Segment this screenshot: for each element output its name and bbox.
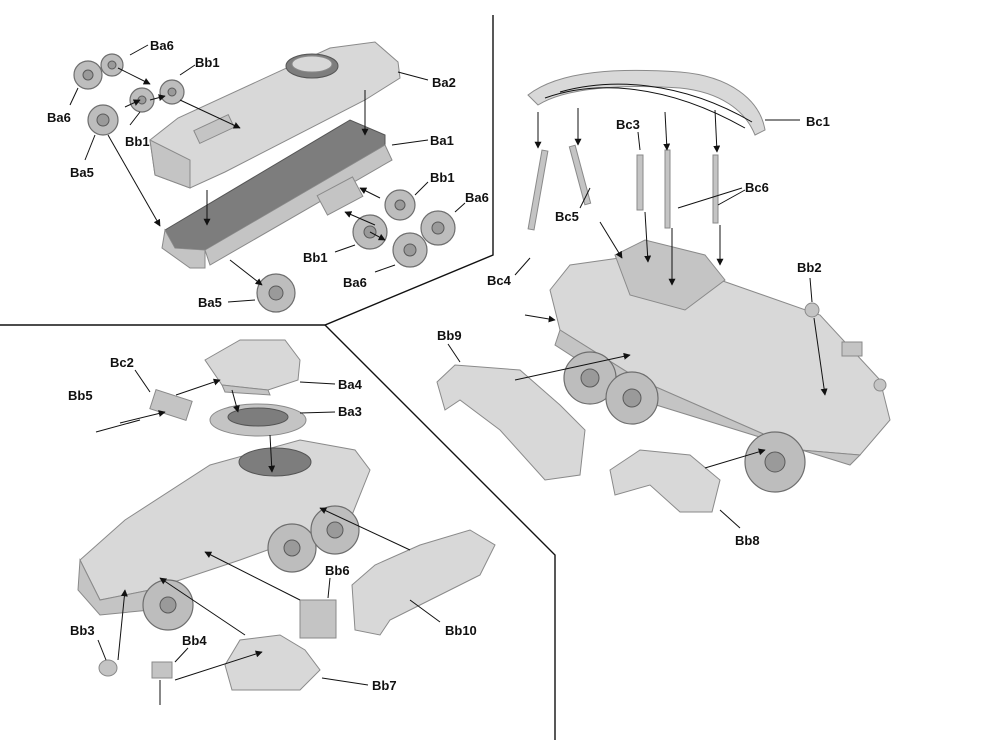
mudguard-parts-right (436, 364, 721, 513)
section-antenna-vehicle (436, 69, 891, 529)
upper-hull-part (149, 41, 401, 189)
wheel-parts-top (73, 53, 185, 136)
callout-bb3: Bb3 (70, 623, 95, 638)
turret-ring-part (209, 403, 307, 437)
frame-antenna-part (527, 69, 766, 136)
armoured-car-body (549, 239, 891, 466)
callout-ba6-top: Ba6 (150, 38, 174, 53)
fender-parts (224, 529, 496, 691)
lower-hull-part (161, 119, 393, 269)
callout-bc6: Bc6 (745, 180, 769, 195)
callout-bc5: Bc5 (555, 209, 579, 224)
callout-ba5-bottom: Ba5 (198, 295, 222, 310)
callout-bc2: Bc2 (110, 355, 134, 370)
vehicle-wheels (563, 351, 806, 493)
headlight-pennant-parts-left (98, 659, 173, 705)
callout-bb10: Bb10 (445, 623, 477, 638)
callout-bc1: Bc1 (806, 114, 830, 129)
callout-bc3: Bc3 (616, 117, 640, 132)
callout-bb5: Bb5 (68, 388, 93, 403)
callout-ba6-bottom: Ba6 (343, 275, 367, 290)
callout-bb1-left: Bb1 (125, 134, 150, 149)
callout-bb7: Bb7 (372, 678, 397, 693)
callout-ba3: Ba3 (338, 404, 362, 419)
callout-ba4: Ba4 (338, 377, 363, 392)
callout-ba6-left: Ba6 (47, 110, 71, 125)
wheel-parts-right (256, 189, 456, 313)
headlight-and-pennant-parts (804, 302, 887, 392)
callout-bb4: Bb4 (182, 633, 207, 648)
lower-left-wheels (142, 505, 360, 631)
callout-bc4: Bc4 (487, 273, 512, 288)
turret-part (204, 339, 301, 396)
callout-ba2: Ba2 (432, 75, 456, 90)
antenna-mast-parts (527, 144, 719, 231)
section-turret-and-fenders (77, 339, 496, 705)
section-hull-and-wheels (69, 41, 466, 313)
callout-bb9: Bb9 (437, 328, 462, 343)
callout-bb1-top: Bb1 (195, 55, 220, 70)
callout-ba6-right: Ba6 (465, 190, 489, 205)
small-parts-bc2-bb5 (95, 388, 193, 433)
callout-ba1: Ba1 (430, 133, 454, 148)
callout-bb1-bottom: Bb1 (303, 250, 328, 265)
callout-labels: Ba6 Bb1 Ba6 Bb1 Ba5 Ba2 Ba1 Bb1 Ba6 Bb1 … (47, 38, 830, 693)
callout-bb2: Bb2 (797, 260, 822, 275)
callout-ba5-left: Ba5 (70, 165, 94, 180)
callout-bb8: Bb8 (735, 533, 760, 548)
callout-bb1-right: Bb1 (430, 170, 455, 185)
callout-bb6: Bb6 (325, 563, 350, 578)
section-dividers (0, 15, 556, 740)
